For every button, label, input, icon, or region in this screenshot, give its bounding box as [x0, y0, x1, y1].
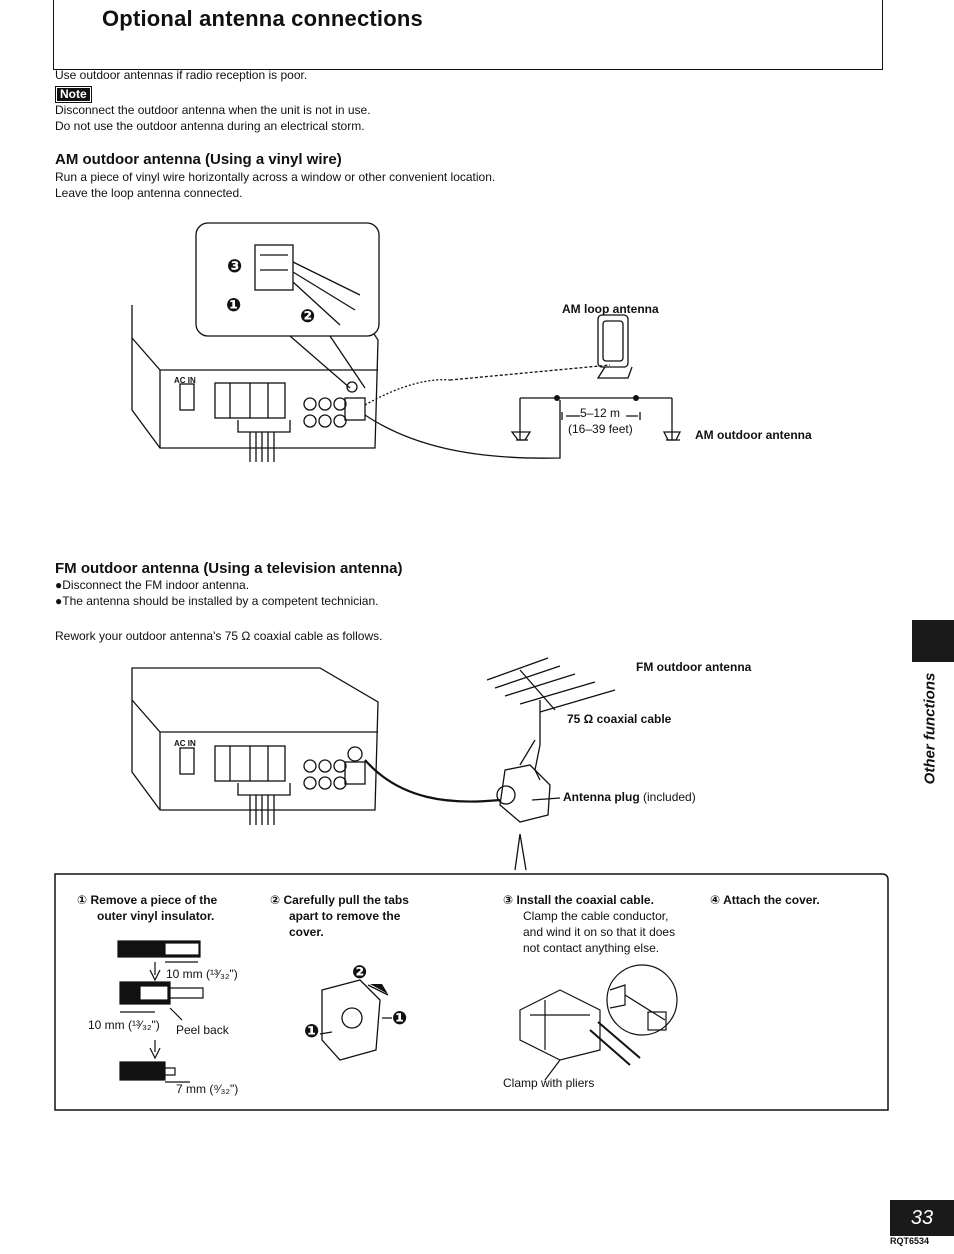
fm-outdoor-label: FM outdoor antenna	[636, 660, 752, 674]
step-1-peel: Peel back	[176, 1023, 229, 1037]
step-3-num: ③	[503, 893, 514, 907]
am-loop-label: AM loop antenna	[562, 302, 659, 316]
step-1-dim-2: 10 mm (¹³⁄₃₂")	[88, 1018, 160, 1032]
fm-plug-label: Antenna plug (included)	[563, 790, 696, 804]
step-2-line-3: cover.	[289, 925, 324, 939]
am-outdoor-label: AM outdoor antenna	[695, 428, 812, 442]
fm-cable-label: 75 Ω coaxial cable	[567, 712, 672, 726]
step-4-title-text: Attach the cover.	[723, 893, 820, 907]
step-3-body-1: Clamp the cable conductor,	[523, 909, 669, 923]
am-line-1: Run a piece of vinyl wire horizontally a…	[55, 170, 496, 184]
fm-plug-label-rest: (included)	[643, 790, 696, 804]
step-3-body-2: and wind it on so that it does	[523, 925, 676, 939]
fm-rework-text: Rework your outdoor antenna's 75 Ω coaxi…	[55, 629, 383, 643]
step-2-callout-1a: ❶	[304, 1021, 320, 1041]
am-ac-in-label: AC IN	[174, 376, 196, 385]
step-1-dim-3: 7 mm (⁹⁄₃₂")	[176, 1082, 239, 1096]
am-callout-3: ❸	[227, 256, 243, 276]
step-2-callout-2: ❷	[352, 962, 368, 982]
fm-ac-in-label: AC IN	[174, 739, 196, 748]
page-title: Optional antenna connections	[102, 6, 423, 31]
fm-heading: FM outdoor antenna (Using a television a…	[55, 560, 403, 577]
note-line-2: Do not use the outdoor antenna during an…	[55, 119, 365, 133]
note-badge: Note	[55, 86, 92, 103]
fm-bullet-1: ●Disconnect the FM indoor antenna.	[55, 578, 250, 592]
am-heading: AM outdoor antenna (Using a vinyl wire)	[55, 151, 342, 168]
step-2-num: ②	[270, 893, 281, 907]
step-3-body-3: not contact anything else.	[523, 941, 660, 955]
intro-text: Use outdoor antennas if radio reception …	[55, 68, 308, 82]
step-1-dim-1: 10 mm (¹³⁄₃₂")	[166, 967, 238, 981]
step-2-title: ② Carefully pull the tabs apart to remov…	[270, 892, 409, 940]
side-tab-text: Other functions	[921, 672, 939, 785]
step-2-callout-1b: ❶	[392, 1008, 408, 1028]
step-1-num: ①	[77, 893, 88, 907]
am-line-2: Leave the loop antenna connected.	[55, 186, 243, 200]
step-3-title: ③ Install the coaxial cable.	[503, 892, 654, 908]
side-tab-marker	[912, 620, 954, 662]
title-box	[53, 0, 883, 70]
step-4-num: ④	[710, 893, 721, 907]
step-1-title: ① Remove a piece of the outer vinyl insu…	[77, 892, 217, 924]
am-distance-m: 5–12 m	[580, 406, 621, 420]
step-4-title: ④ Attach the cover.	[710, 892, 820, 908]
step-1-line-2: outer vinyl insulator.	[97, 909, 215, 923]
fm-plug-label-bold: Antenna plug	[563, 790, 640, 804]
step-3-body: Clamp the cable conductor, and wind it o…	[523, 908, 675, 956]
fm-bullet-2: ●The antenna should be installed by a co…	[55, 594, 379, 608]
step-2-line-2: apart to remove the	[289, 909, 401, 923]
am-callout-2: ❷	[300, 306, 316, 326]
note-line-1: Disconnect the outdoor antenna when the …	[55, 103, 371, 117]
am-callout-1: ❶	[226, 295, 242, 315]
step-2-line-1: Carefully pull the tabs	[283, 893, 409, 907]
step-1-line-1: Remove a piece of the	[90, 893, 218, 907]
step-3-title-text: Install the coaxial cable.	[516, 893, 654, 907]
page-number: 33	[890, 1200, 954, 1236]
am-distance-ft: (16–39 feet)	[568, 422, 633, 436]
step-3-pliers-label: Clamp with pliers	[503, 1076, 595, 1090]
doc-code: RQT6534	[890, 1236, 930, 1246]
